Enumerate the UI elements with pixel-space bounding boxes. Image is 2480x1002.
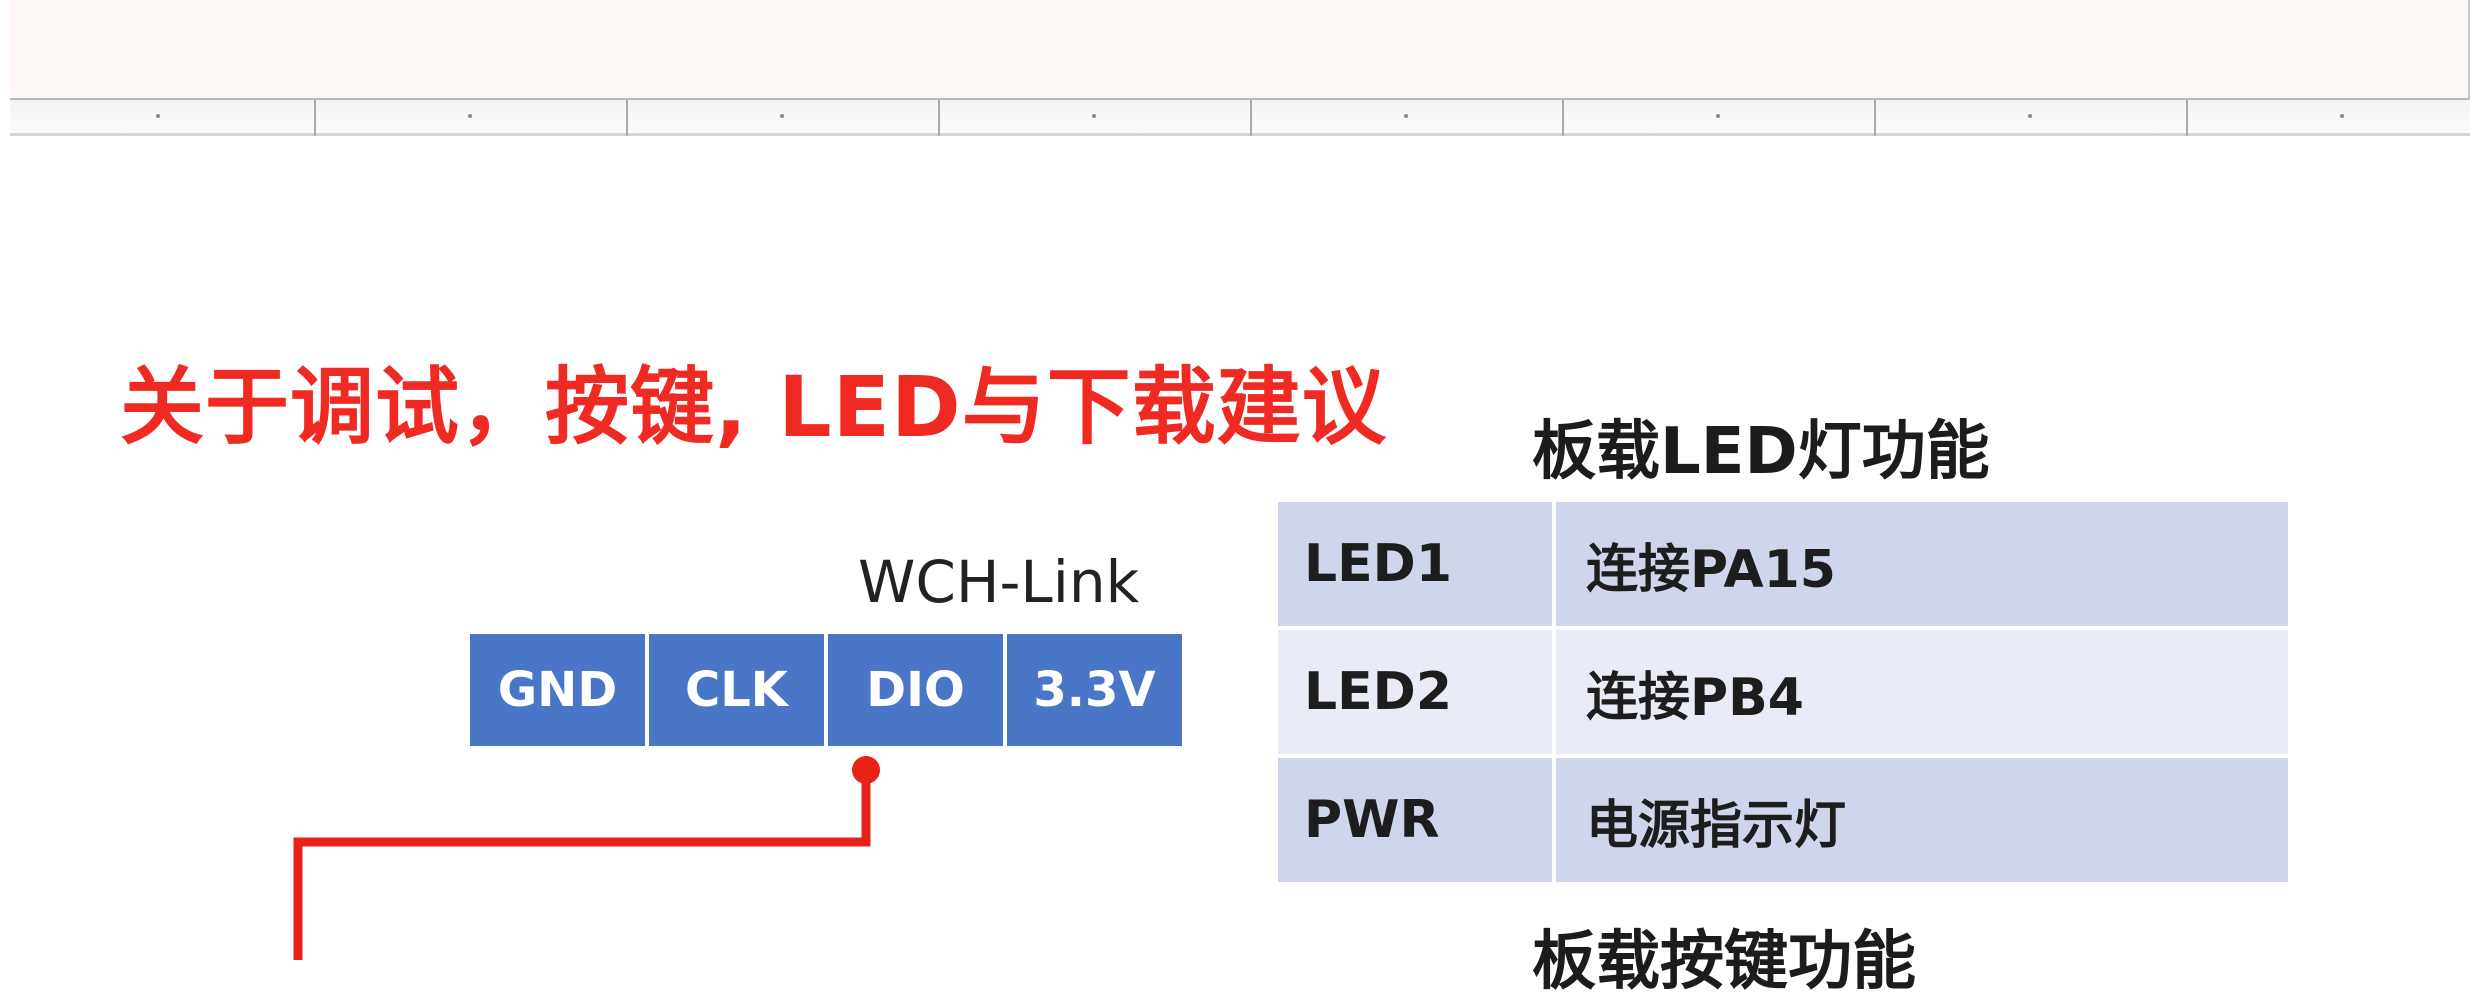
horizontal-ruler xyxy=(10,100,2470,136)
ruler-dot xyxy=(156,114,160,118)
ruler-dot xyxy=(1716,114,1720,118)
key-section-heading: 板载按键功能 xyxy=(1532,925,1916,999)
ruler-dot xyxy=(1404,114,1408,118)
ruler-tick xyxy=(2186,100,2188,136)
led-function-table: LED1 连接PA15 LED2 连接PB4 PWR 电源指示灯 xyxy=(1278,502,2288,882)
table-row: PWR 电源指示灯 xyxy=(1278,758,2288,882)
table-row: LED1 连接PA15 xyxy=(1278,502,2288,630)
led-function-cell: 电源指示灯 xyxy=(1586,795,1847,856)
pin-dio: DIO xyxy=(828,634,1007,746)
ruler-dot xyxy=(2340,114,2344,118)
led-function-cell: 连接PA15 xyxy=(1586,539,1836,600)
table-row: LED2 连接PB4 xyxy=(1278,630,2288,758)
debugger-label: WCH-Link xyxy=(858,548,1140,616)
ruler-tick xyxy=(1874,100,1876,136)
ruler-tick xyxy=(1250,100,1252,136)
ruler-dot xyxy=(780,114,784,118)
led-name-cell: PWR xyxy=(1278,758,1556,882)
ruler-tick xyxy=(626,100,628,136)
pin-clk: CLK xyxy=(649,634,828,746)
ruler-dot xyxy=(468,114,472,118)
slide-title: 关于调试，按键, LED与下载建议 xyxy=(120,358,1387,456)
dio-wire-junction-dot xyxy=(852,756,880,784)
ruler-tick xyxy=(938,100,940,136)
ruler-dot xyxy=(2028,114,2032,118)
ruler-dot xyxy=(1092,114,1096,118)
pin-3v3: 3.3V xyxy=(1007,634,1182,746)
led-function-cell: 连接PB4 xyxy=(1586,667,1804,728)
ruler-tick xyxy=(314,100,316,136)
ruler-tick xyxy=(1562,100,1564,136)
led-section-heading: 板载LED灯功能 xyxy=(1532,415,1990,489)
led-name-cell: LED1 xyxy=(1278,502,1556,626)
debugger-pin-strip: GND CLK DIO 3.3V xyxy=(470,634,1182,746)
led-name-cell: LED2 xyxy=(1278,630,1556,754)
dio-wire xyxy=(293,770,871,960)
pin-gnd: GND xyxy=(470,634,649,746)
previous-content-frame xyxy=(10,0,2470,100)
